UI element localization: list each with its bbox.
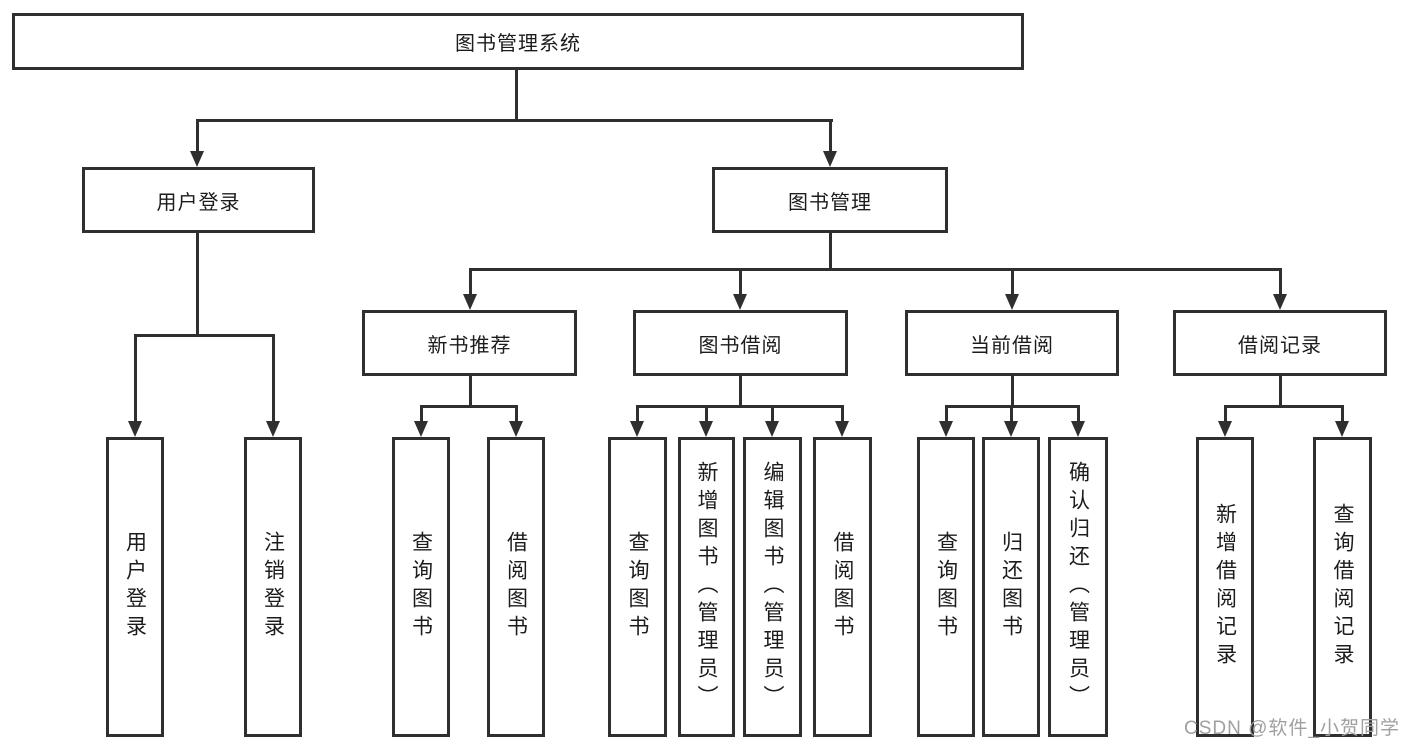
node-label: 查询图书	[409, 531, 433, 643]
connector-line	[420, 405, 518, 408]
arrow-down-icon	[1218, 421, 1232, 437]
connector-line	[420, 405, 423, 421]
arrow-down-icon	[823, 151, 837, 167]
node-label: 新增借阅记录	[1213, 503, 1237, 671]
connector-line	[636, 405, 639, 421]
csdn-watermark: CSDN @软件_小贺同学	[1184, 718, 1400, 739]
node-leaf-query-book-a: 查询图书	[392, 437, 450, 737]
connector-line	[841, 405, 844, 421]
node-leaf-user-login: 用户登录	[106, 437, 164, 737]
node-book-borrowing: 图书借阅	[633, 310, 848, 376]
node-leaf-query-record: 查询借阅记录	[1313, 437, 1372, 737]
connector-line	[739, 376, 742, 408]
arrow-down-icon	[1273, 294, 1287, 310]
node-label: 用户登录	[123, 531, 147, 643]
node-user-login: 用户登录	[82, 167, 315, 233]
arrow-down-icon	[414, 421, 428, 437]
node-label: 图书管理系统	[455, 33, 581, 55]
node-leaf-query-book-b: 查询图书	[608, 437, 667, 737]
node-label: 借阅图书	[831, 531, 854, 643]
node-book-management: 图书管理	[712, 167, 948, 233]
node-new-book-recommend: 新书推荐	[362, 310, 577, 376]
arrow-down-icon	[1335, 421, 1349, 437]
connector-line	[636, 405, 844, 408]
arrow-down-icon	[463, 294, 477, 310]
connector-line	[1011, 268, 1014, 294]
connector-line	[705, 405, 708, 421]
connector-line	[1341, 405, 1344, 421]
node-label: 新书推荐	[427, 334, 512, 357]
node-label: 查询图书	[934, 531, 958, 643]
arrow-down-icon	[630, 421, 644, 437]
arrow-down-icon	[266, 421, 280, 437]
connector-line	[272, 334, 275, 421]
node-label: 当前借阅	[970, 334, 1054, 357]
connector-line	[945, 405, 948, 421]
arrow-down-icon	[1071, 421, 1085, 437]
connector-line	[1010, 405, 1013, 421]
connector-line	[739, 268, 742, 294]
node-label: 图书管理	[788, 191, 872, 214]
node-label: 注销登录	[261, 531, 285, 643]
node-leaf-logout: 注销登录	[244, 437, 302, 737]
connector-line	[515, 70, 518, 122]
connector-line	[515, 405, 518, 421]
connector-line	[1077, 405, 1080, 421]
node-leaf-return-book: 归还图书	[982, 437, 1040, 737]
node-leaf-add-record: 新增借阅记录	[1196, 437, 1254, 737]
connector-line	[134, 334, 137, 421]
connector-line	[1224, 405, 1344, 408]
node-root: 图书管理系统	[12, 13, 1024, 70]
connector-line	[1224, 405, 1227, 421]
connector-line	[469, 268, 472, 294]
arrow-down-icon	[509, 421, 523, 437]
arrow-down-icon	[128, 421, 142, 437]
connector-line	[196, 119, 199, 151]
node-label: 用户登录	[156, 191, 241, 214]
node-label: 查询图书	[626, 531, 649, 643]
arrow-down-icon	[765, 421, 779, 437]
connector-line	[771, 405, 774, 421]
node-leaf-borrow-book-a: 借阅图书	[487, 437, 545, 737]
node-leaf-edit-book: 编辑图书（管理员）	[743, 437, 802, 737]
node-label: 新增图书（管理员）	[695, 461, 718, 713]
arrow-down-icon	[190, 151, 204, 167]
node-label: 借阅图书	[504, 531, 528, 643]
node-leaf-query-book-c: 查询图书	[917, 437, 975, 737]
connector-line	[196, 119, 833, 122]
arrow-down-icon	[1004, 421, 1018, 437]
node-leaf-add-book: 新增图书（管理员）	[678, 437, 735, 737]
connector-line	[1279, 376, 1282, 408]
node-label: 借阅记录	[1238, 334, 1322, 357]
arrow-down-icon	[835, 421, 849, 437]
node-label: 确认归还（管理员）	[1066, 461, 1090, 713]
connector-line	[829, 233, 832, 271]
node-label: 查询借阅记录	[1331, 503, 1354, 671]
connector-line	[469, 268, 1281, 271]
connector-line	[1011, 376, 1014, 408]
node-current-borrowing: 当前借阅	[905, 310, 1119, 376]
arrow-down-icon	[699, 421, 713, 437]
arrow-down-icon	[939, 421, 953, 437]
connector-line	[134, 334, 275, 337]
connector-line	[196, 233, 199, 337]
arrow-down-icon	[1005, 294, 1019, 310]
node-leaf-confirm-return: 确认归还（管理员）	[1048, 437, 1108, 737]
node-label: 图书借阅	[698, 334, 783, 357]
node-label: 归还图书	[999, 531, 1023, 643]
connector-line	[469, 376, 472, 408]
connector-line	[829, 119, 832, 151]
connector-line	[1279, 268, 1282, 294]
node-borrowing-records: 借阅记录	[1173, 310, 1387, 376]
node-label: 编辑图书（管理员）	[761, 461, 784, 713]
arrow-down-icon	[733, 294, 747, 310]
node-leaf-borrow-book-b: 借阅图书	[813, 437, 872, 737]
